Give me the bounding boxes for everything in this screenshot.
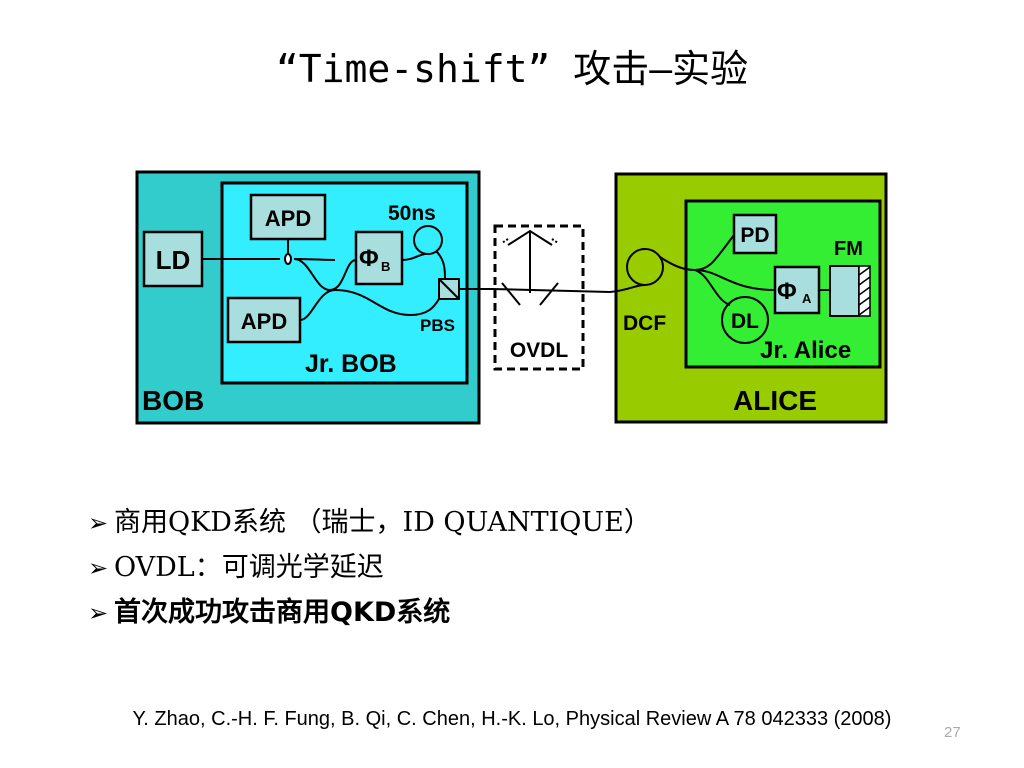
phase-a-subscript: A: [802, 291, 812, 306]
ld-box: [142, 230, 204, 288]
apd-top-label: APD: [265, 206, 311, 231]
dl-label: DL: [731, 310, 759, 333]
bullet-arrow-icon: ➢: [88, 599, 109, 627]
jr-alice-label: Jr. Alice: [760, 337, 851, 364]
ovdl-box: [493, 224, 585, 371]
phase-b-subscript: B: [381, 259, 390, 274]
time-shift-setup-diagram: BOB Jr. BOB LD APD APD Φ B 50ns PBS: [135, 170, 888, 425]
bullet-arrow-icon: ➢: [88, 509, 109, 537]
alice-label: ALICE: [733, 385, 817, 416]
fm-mirror: [829, 265, 860, 317]
slide-title: “Time-shift” 攻击—实验: [275, 47, 749, 91]
ovdl-mirrors: [501, 229, 559, 306]
dcf-label: DCF: [623, 312, 666, 335]
bob-fibers: [202, 239, 492, 321]
citation: Y. Zhao, C.-H. F. Fung, B. Qi, C. Chen, …: [132, 708, 892, 730]
bullet-arrow-icon: ➢: [88, 554, 109, 582]
apd-top-box: [249, 193, 327, 241]
quantum-channel-fiber: [491, 288, 611, 293]
alice-fibers: [609, 234, 830, 306]
bullet-item: ➢商用QKD系统 （瑞士，ID QUANTIQUE）: [88, 503, 651, 548]
dl-loop: [721, 296, 769, 344]
phase-modulator-b: [354, 230, 404, 286]
delay-50ns-label: 50ns: [388, 202, 436, 225]
fm-hatch-lines: [858, 266, 871, 316]
phase-b-symbol: Φ: [359, 245, 379, 272]
apd-bottom-box: [226, 296, 302, 344]
bullet-list: ➢商用QKD系统 （瑞士，ID QUANTIQUE） ➢OVDL：可调光学延迟 …: [88, 503, 651, 638]
ld-label: LD: [156, 245, 191, 275]
pbs-diagonal: [438, 278, 460, 300]
pd-box: [732, 213, 778, 255]
pbs-label: PBS: [420, 316, 455, 335]
pd-label: PD: [740, 224, 769, 247]
ovdl-label: OVDL: [510, 339, 569, 362]
bullet-item: ➢首次成功攻击商用QKD系统: [88, 593, 651, 638]
jr-bob-label: Jr. BOB: [305, 350, 397, 378]
bullet-text: 商用QKD系统 （瑞士，ID QUANTIQUE）: [114, 507, 651, 538]
apd-bottom-label: APD: [241, 309, 287, 334]
phase-a-symbol: Φ: [777, 278, 797, 305]
page-number: 27: [944, 724, 961, 741]
bob-label: BOB: [142, 385, 204, 416]
bullet-item: ➢OVDL：可调光学延迟: [88, 548, 651, 593]
bullet-text: 首次成功攻击商用QKD系统: [114, 597, 451, 628]
bullet-text: OVDL：可调光学延迟: [114, 552, 384, 583]
fm-label: FM: [834, 238, 863, 260]
